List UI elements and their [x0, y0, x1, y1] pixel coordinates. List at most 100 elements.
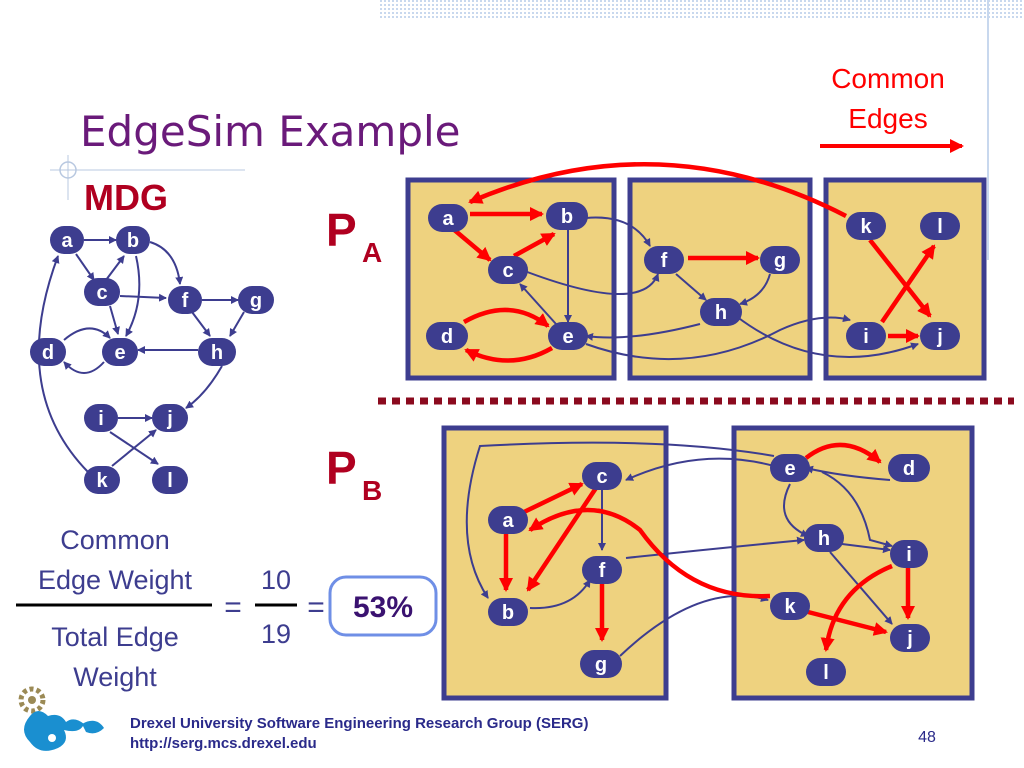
- pb-edge-h-i: [841, 543, 891, 554]
- svg-text:i: i: [98, 408, 104, 430]
- svg-text:h: h: [211, 342, 223, 364]
- serg-logo: [18, 686, 104, 751]
- partition-a-subscript: A: [362, 237, 382, 268]
- pb-node-f: f: [582, 556, 622, 584]
- mdg-edge-c-b: [105, 255, 125, 281]
- pa-common-k-j: [868, 238, 932, 318]
- svg-text:e: e: [562, 326, 573, 348]
- pb-node-d: d: [888, 454, 930, 482]
- result-bubble: [328, 575, 438, 637]
- svg-text:l: l: [937, 216, 943, 238]
- denominator-value: 19: [261, 619, 291, 649]
- equals-sign-2: =: [307, 591, 325, 624]
- svg-text:f: f: [661, 250, 668, 272]
- pb-node-a: a: [488, 506, 528, 534]
- result-value: 53%: [353, 591, 413, 624]
- denominator-line-1: Total Edge: [51, 622, 179, 652]
- svg-text:j: j: [936, 326, 943, 348]
- pa-node-a: a: [428, 204, 468, 232]
- svg-text:e: e: [114, 342, 125, 364]
- pb-edge-h-j: [829, 551, 893, 625]
- pb-common-c-b: [526, 486, 598, 592]
- footer-url[interactable]: http://serg.mcs.drexel.edu: [130, 735, 317, 752]
- pb-edge-e-i: [821, 471, 893, 549]
- mdg-node-l: l: [152, 466, 188, 494]
- svg-text:b: b: [561, 206, 573, 228]
- svg-text:c: c: [96, 282, 107, 304]
- svg-text:f: f: [182, 290, 189, 312]
- svg-text:a: a: [61, 230, 73, 252]
- pa-node-h: h: [700, 298, 742, 326]
- partition-a-label: P: [326, 204, 357, 256]
- pa-node-b: b: [546, 202, 588, 230]
- svg-text:b: b: [127, 230, 139, 252]
- page-number: 48: [918, 729, 936, 746]
- svg-text:f: f: [599, 560, 606, 582]
- mdg-edge-h-j: [185, 365, 223, 409]
- pb-common-k-a: [528, 507, 771, 599]
- svg-text:c: c: [502, 260, 513, 282]
- mdg-node-h: h: [198, 338, 236, 366]
- mdg-heading: MDG: [84, 177, 168, 218]
- pb-node-i: i: [890, 540, 928, 568]
- svg-text:b: b: [502, 602, 514, 624]
- pb-node-l: l: [806, 658, 846, 686]
- pa-edge-e-i: [585, 314, 851, 361]
- mdg-edge-f-h: [191, 311, 211, 337]
- mdg-node-e: e: [102, 338, 138, 366]
- svg-text:l: l: [167, 470, 173, 492]
- pa-node-j: j: [920, 322, 960, 350]
- mdg-edge-k-a: [37, 255, 89, 473]
- mdg-graph: a b c f g d e h i j k l: [30, 226, 274, 494]
- mdg-node-j: j: [152, 404, 188, 432]
- pa-common-k-a: [468, 162, 848, 218]
- svg-text:g: g: [595, 654, 607, 676]
- mdg-node-f: f: [168, 286, 202, 314]
- numerator-line-2: Edge Weight: [38, 565, 193, 595]
- svg-text:d: d: [42, 342, 54, 364]
- pa-edge-e-c: [519, 283, 557, 325]
- guide-circle: [59, 161, 77, 179]
- pb-node-h: h: [804, 524, 844, 552]
- svg-text:d: d: [903, 458, 915, 480]
- pa-node-e: e: [548, 322, 588, 350]
- mdg-edge-k-j: [111, 429, 157, 467]
- legend-line-2: Edges: [848, 103, 927, 134]
- svg-text:e: e: [784, 458, 795, 480]
- mdg-edge-e-d: [63, 361, 105, 374]
- gear-icon: [18, 686, 46, 714]
- svg-text:h: h: [715, 302, 727, 324]
- pa-common-d-e: [462, 307, 550, 328]
- pa-edge-g-h: [739, 273, 771, 306]
- svg-text:k: k: [860, 216, 872, 238]
- pb-common-e-d: [804, 442, 882, 464]
- dragon-icon: [24, 711, 84, 751]
- pa-common-i-l: [880, 244, 936, 324]
- numerator-value: 10: [261, 565, 291, 595]
- pb-common-k-j: [807, 609, 888, 636]
- svg-text:c: c: [596, 466, 607, 488]
- pb-edge-e-h: [783, 483, 809, 537]
- pa-edge-h-e: [585, 323, 701, 341]
- mdg-node-i: i: [84, 404, 118, 432]
- pb-common-i-l: [820, 563, 893, 652]
- mdg-edge-a-c: [75, 253, 95, 281]
- pa-common-a-c: [450, 226, 492, 262]
- svg-text:i: i: [863, 326, 869, 348]
- partition-a: a b c d e f g h k l i j: [405, 162, 987, 381]
- top-band: [378, 0, 1024, 18]
- pb-node-k: k: [770, 592, 810, 620]
- svg-text:i: i: [906, 544, 912, 566]
- partition-b-subscript: B: [362, 475, 382, 506]
- pa-node-g: g: [760, 246, 800, 274]
- pa-node-k: k: [846, 212, 886, 240]
- svg-text:k: k: [784, 596, 796, 618]
- svg-text:l: l: [823, 662, 829, 684]
- pa-common-e-d: [464, 346, 554, 363]
- mdg-node-a: a: [50, 226, 84, 254]
- mdg-edge-g-h: [229, 311, 245, 337]
- pb-cluster-1: [441, 425, 669, 701]
- pb-node-c: c: [582, 462, 622, 490]
- denominator-line-2: Weight: [73, 662, 157, 692]
